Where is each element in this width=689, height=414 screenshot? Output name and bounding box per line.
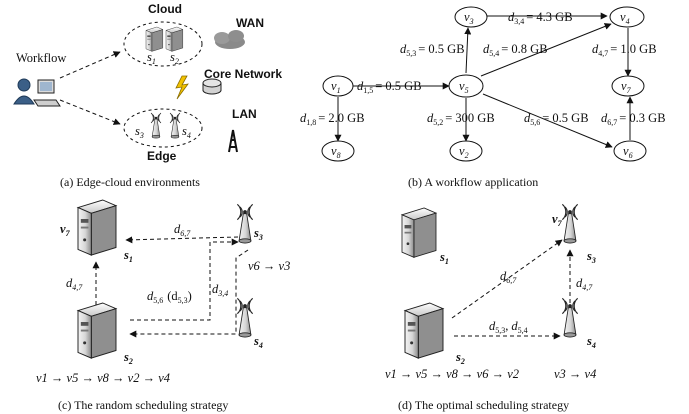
v7-label-c: v7 bbox=[60, 222, 71, 238]
workflow-to-edge-arrow bbox=[59, 99, 121, 125]
s3-label: s3 bbox=[135, 124, 144, 140]
workflow-label: Workflow bbox=[16, 51, 66, 65]
d53-d54-label-d: d5,3,d5,4 bbox=[489, 319, 528, 335]
edge-v5-v3 bbox=[464, 27, 472, 74]
node-v6: v6 bbox=[613, 140, 647, 162]
tower-s4-c-icon bbox=[236, 297, 254, 338]
node-v2: v2 bbox=[449, 140, 483, 162]
wan-cloud-icon bbox=[214, 30, 245, 49]
svg-text:v5: v5 bbox=[459, 79, 469, 95]
d47-label-d: d4,7 bbox=[576, 276, 593, 292]
server-s1-d-icon bbox=[401, 207, 437, 258]
workflow-to-cloud-arrow bbox=[59, 51, 121, 79]
caption-a: (a) Edge-cloud environments bbox=[60, 175, 200, 189]
server-s2-icon bbox=[165, 26, 184, 52]
node-v4: v4 bbox=[609, 6, 645, 28]
s1-label-c: s1 bbox=[123, 248, 133, 264]
server-s1-c-icon bbox=[77, 199, 117, 256]
node-v7: v7 bbox=[611, 75, 645, 97]
arrow-d67-d bbox=[451, 239, 563, 319]
label-d18: d1,8= 2.0 GB bbox=[300, 111, 365, 127]
svg-text:v4: v4 bbox=[620, 10, 630, 26]
panel-a: Workflow Cloud s1 s2 WAN Core Network s3… bbox=[13, 2, 282, 189]
label-d54: d5,4= 0.8 GB bbox=[483, 42, 548, 58]
d34-label-c: d3,4 bbox=[212, 282, 228, 298]
label-d47: d4,7= 1.0 GB bbox=[592, 42, 657, 58]
panel-d: s1 s2 v7 s3 s4 d6,7 d4,7 d5,3,d5,4 v1 → … bbox=[385, 203, 596, 412]
d67-label-c: d6,7 bbox=[174, 222, 191, 238]
server-s1-icon bbox=[145, 26, 164, 52]
tower-s3-c-icon bbox=[236, 203, 254, 244]
svg-text:v2: v2 bbox=[459, 144, 469, 160]
v7-label-d: v7 bbox=[552, 212, 563, 228]
label-d67: d6,7= 0.3 GB bbox=[601, 111, 666, 127]
mapping-s3-c: v6 → v3 bbox=[248, 259, 290, 273]
tower-s3-icon bbox=[150, 112, 162, 139]
server-s2-c-icon bbox=[77, 302, 117, 359]
label-d52: d5,2= 300 GB bbox=[427, 111, 495, 127]
node-v1: v1 bbox=[322, 75, 354, 97]
s3-label-d: s3 bbox=[586, 249, 596, 265]
cloud-boundary bbox=[123, 21, 203, 67]
svg-text:v7: v7 bbox=[621, 79, 632, 95]
mapping-s4-d: v3 → v4 bbox=[554, 367, 596, 381]
panel-c: v7 s1 s2 s3 s4 d6,7 d4,7 d5,6(d5,3) d3,4… bbox=[36, 199, 290, 412]
label-d34: d3,4= 4.3 GB bbox=[508, 10, 573, 26]
caption-d: (d) The optimal scheduling strategy bbox=[398, 398, 569, 412]
arrow-d34-c bbox=[129, 249, 249, 338]
s4-label-d: s4 bbox=[586, 334, 596, 350]
label-d53: d5,3= 0.5 GB bbox=[400, 42, 465, 58]
svg-text:v8: v8 bbox=[331, 144, 341, 160]
cloud-label: Cloud bbox=[148, 2, 182, 16]
d47-label-c: d4,7 bbox=[66, 276, 83, 292]
s2-label: s2 bbox=[170, 50, 179, 66]
s1-label-d: s1 bbox=[439, 250, 449, 266]
node-v8: v8 bbox=[321, 140, 355, 162]
d56-label-c: d5,6(d5,3) bbox=[147, 289, 192, 305]
edge-v5-v4 bbox=[480, 23, 612, 77]
s4-label-c: s4 bbox=[253, 334, 263, 350]
caption-b: (b) A workflow application bbox=[408, 175, 538, 189]
s3-label-c: s3 bbox=[253, 226, 263, 242]
arrow-d56-c bbox=[130, 238, 239, 321]
tower-s3-d-icon bbox=[561, 203, 579, 244]
user-computer-icon bbox=[13, 78, 61, 107]
edge-label: Edge bbox=[147, 149, 177, 163]
wan-label: WAN bbox=[236, 16, 264, 30]
lan-tower-icon bbox=[228, 129, 238, 153]
d67-label-d: d6,7 bbox=[500, 269, 517, 285]
lightning-icon bbox=[175, 75, 189, 100]
mapping-s2-d: v1 → v5 → v8 → v6 → v2 bbox=[385, 367, 519, 381]
svg-text:v3: v3 bbox=[464, 10, 474, 26]
caption-c: (c) The random scheduling strategy bbox=[58, 398, 228, 412]
tower-s4-icon bbox=[169, 112, 181, 139]
edge-v5-v6 bbox=[482, 93, 613, 148]
mapping-s2-c: v1 → v5 → v8 → v2 → v4 bbox=[36, 371, 170, 385]
core-router-icon bbox=[202, 78, 222, 95]
node-v3: v3 bbox=[454, 6, 488, 28]
s2-label-d: s2 bbox=[455, 350, 465, 366]
edge-boundary bbox=[123, 108, 203, 148]
s4-label: s4 bbox=[182, 124, 191, 140]
lan-label: LAN bbox=[232, 107, 257, 121]
label-d15: d1,5= 0.5 GB bbox=[357, 79, 422, 95]
node-v5: v5 bbox=[448, 74, 484, 98]
s1-label: s1 bbox=[147, 50, 156, 66]
arrow-d67-c bbox=[125, 236, 239, 244]
server-s2-d-icon bbox=[404, 302, 444, 359]
label-d56: d5,6= 0.5 GB bbox=[524, 111, 589, 127]
svg-text:v1: v1 bbox=[331, 79, 341, 95]
s2-label-c: s2 bbox=[123, 350, 133, 366]
panel-b: v1 v2 v3 v4 v5 v6 v7 v8 bbox=[300, 6, 666, 189]
tower-s4-d-icon bbox=[561, 297, 579, 338]
core-network-label: Core Network bbox=[204, 67, 282, 81]
svg-text:v6: v6 bbox=[623, 144, 633, 160]
